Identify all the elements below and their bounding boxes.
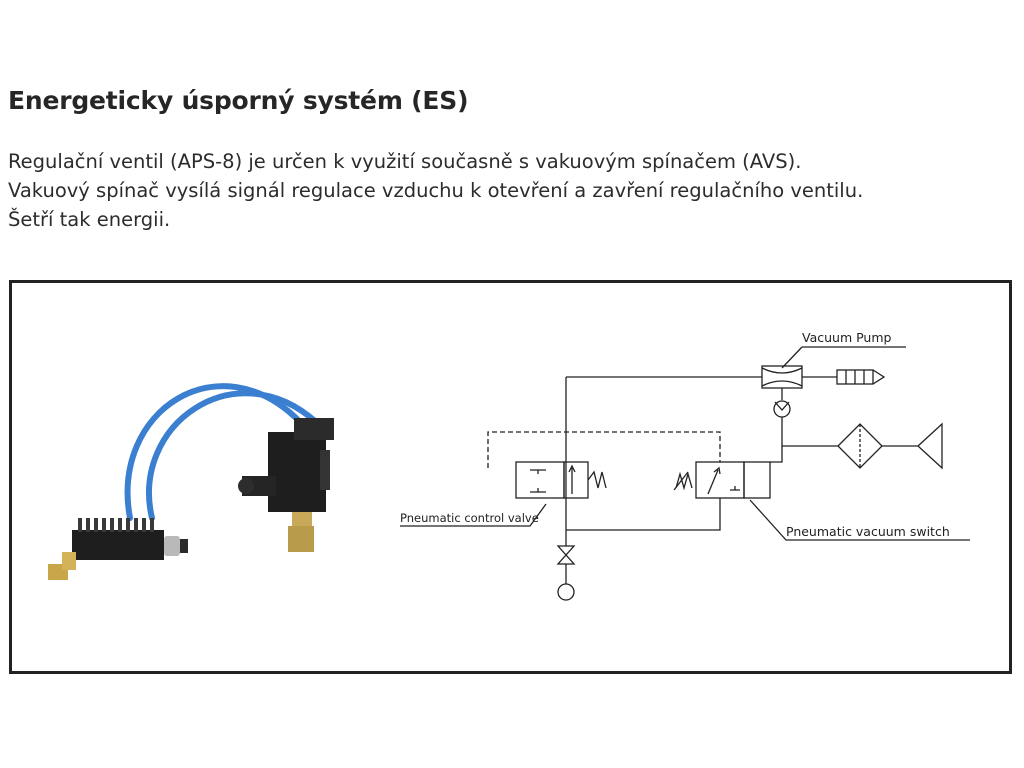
pneumatic-schematic: Vacuum Pump Pneumatic control valve [400, 330, 970, 601]
vacuum-pump-leader [781, 346, 906, 369]
description: Regulační ventil (APS-8) je určen k využ… [8, 147, 863, 234]
control-valve-symbol [515, 461, 607, 499]
pressure-source-symbol [557, 583, 575, 601]
description-line-3: Šetří tak energii. [8, 208, 171, 231]
control-valve-leader [400, 503, 547, 527]
description-line-1: Regulační ventil (APS-8) je určen k využ… [8, 150, 802, 173]
vacuum-line [781, 417, 838, 447]
vacuum-generator-symbol [761, 365, 886, 389]
label-vacuum-switch: Pneumatic vacuum switch [786, 524, 950, 539]
description-line-2: Vakuový spínač vysílá signál regulace vz… [8, 179, 864, 202]
shutoff-valve-symbol [556, 545, 576, 565]
regulating-valve-body [48, 518, 188, 580]
page-title: Energeticky úsporný systém (ES) [8, 86, 469, 115]
switch-to-vacuum-line [770, 446, 783, 463]
product-photo [48, 383, 334, 580]
label-vacuum-pump: Vacuum Pump [802, 330, 892, 345]
vacuum-switch-body [238, 418, 334, 552]
pilot-line [487, 431, 721, 468]
vacuum-switch-leader [749, 499, 970, 541]
diagram-frame [9, 280, 1012, 674]
switch-signal-line [566, 498, 721, 531]
air-tube-2 [146, 390, 319, 521]
vacuum-switch-symbol [673, 461, 771, 499]
label-control-valve: Pneumatic control valve [400, 511, 539, 525]
suction-cup-symbol [917, 422, 943, 470]
check-valve-seat [774, 401, 790, 411]
